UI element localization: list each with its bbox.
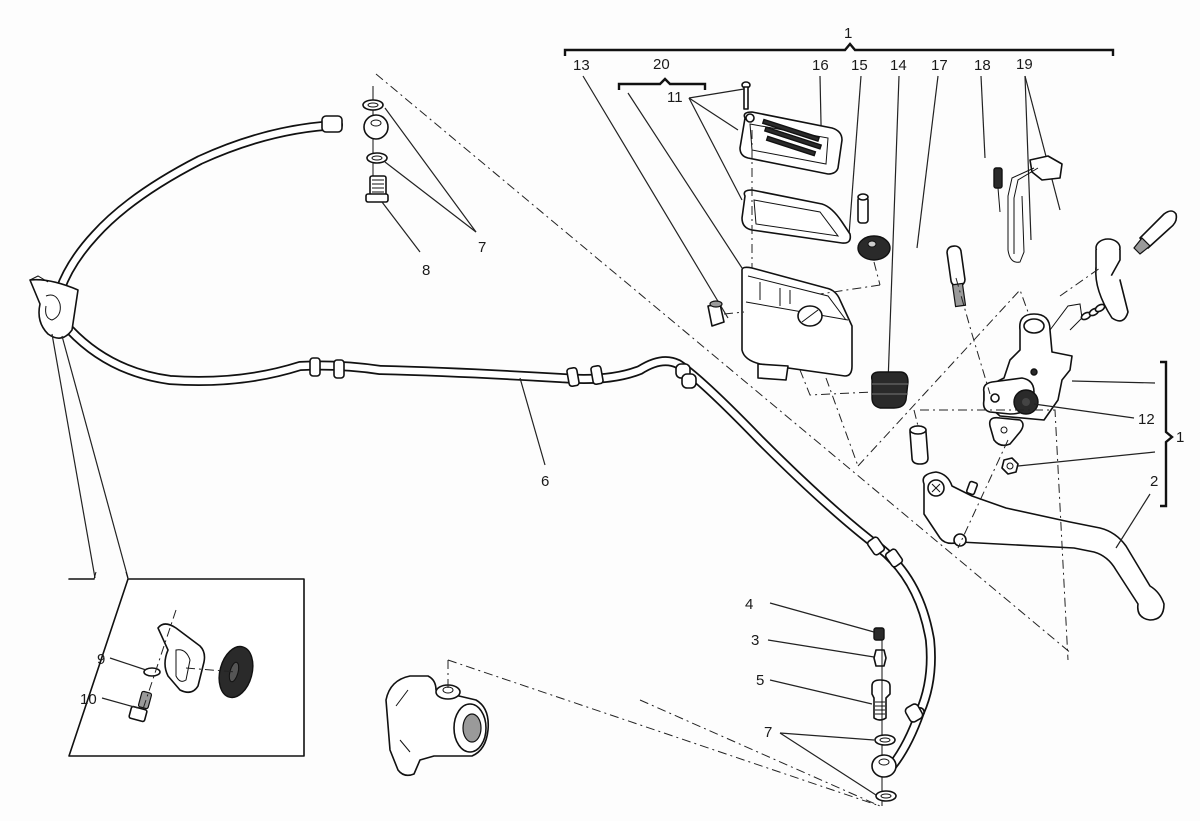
label-18: 18 bbox=[974, 57, 991, 74]
leader-lines-right bbox=[1017, 380, 1156, 549]
fitting bbox=[857, 193, 869, 224]
reservoir-kit-brace bbox=[617, 77, 707, 90]
pushrod bbox=[946, 245, 967, 308]
leader-lines-bottom bbox=[767, 602, 877, 796]
adjuster-sleeve bbox=[909, 425, 929, 465]
axis-clamp bbox=[1059, 267, 1101, 297]
master-cylinder-body bbox=[982, 303, 1106, 421]
label-14: 14 bbox=[890, 57, 907, 74]
banjo-fitting-top bbox=[362, 86, 389, 196]
axis-bottom-fitting-lower bbox=[639, 699, 881, 807]
label-10: 10 bbox=[80, 691, 97, 708]
label-13: 13 bbox=[573, 57, 590, 74]
axis-lever-assembly bbox=[857, 277, 1069, 661]
leader-lines-top bbox=[582, 75, 1061, 384]
inset-screw bbox=[128, 690, 153, 723]
label-1-right: 1 bbox=[1176, 429, 1184, 446]
axis-inset bbox=[141, 609, 177, 713]
reservoir-body bbox=[741, 266, 853, 381]
reservoir-plug bbox=[707, 300, 725, 327]
label-7-top: 7 bbox=[478, 239, 486, 256]
label-1-top: 1 bbox=[844, 25, 852, 42]
inset-callout-lines bbox=[51, 333, 129, 579]
union-screw-bottom bbox=[871, 679, 891, 721]
leader-10 bbox=[101, 697, 139, 709]
brake-switch bbox=[993, 155, 1063, 263]
axis-hose-master bbox=[375, 73, 1073, 655]
slave-cylinder bbox=[385, 675, 490, 777]
label-15: 15 bbox=[851, 57, 868, 74]
banjo-fitting-bottom bbox=[871, 734, 897, 802]
clamp-screw bbox=[1133, 210, 1178, 255]
clutch-hose bbox=[55, 115, 936, 771]
label-7-bottom: 7 bbox=[764, 724, 772, 741]
diaphragm-gasket bbox=[741, 189, 852, 244]
label-11: 11 bbox=[667, 89, 683, 106]
axis-slave-to-fitting bbox=[447, 659, 881, 807]
union-screw-top bbox=[365, 175, 389, 203]
cover-screw bbox=[741, 81, 751, 110]
axis-plug bbox=[723, 311, 745, 315]
label-2: 2 bbox=[1150, 473, 1158, 490]
detail-inset: 9 10 bbox=[68, 571, 305, 757]
label-8: 8 bbox=[422, 262, 430, 279]
label-3: 3 bbox=[751, 632, 759, 649]
boot bbox=[870, 371, 909, 409]
label-12: 12 bbox=[1138, 411, 1155, 428]
axis-grommet bbox=[873, 261, 881, 286]
label-5: 5 bbox=[756, 672, 764, 689]
inset-clip bbox=[157, 623, 206, 694]
handlebar-clamp bbox=[1095, 238, 1129, 322]
bleed-screw bbox=[873, 649, 887, 667]
label-9: 9 bbox=[97, 651, 105, 668]
assembly-brace-top: 1 bbox=[563, 25, 1115, 56]
label-16: 16 bbox=[812, 57, 829, 74]
inset-washer bbox=[143, 667, 161, 677]
label-4: 4 bbox=[745, 596, 753, 613]
leader-lines-top-left bbox=[381, 107, 477, 253]
switch-connector bbox=[1080, 303, 1106, 321]
axis-inset-grommet bbox=[185, 667, 237, 673]
inset-grommet bbox=[218, 645, 254, 699]
clutch-lever bbox=[922, 471, 1165, 621]
pivot-plate bbox=[988, 416, 1024, 447]
label-20: 20 bbox=[653, 56, 670, 73]
bleed-cap bbox=[873, 627, 885, 641]
assembly-brace-right: 1 bbox=[1160, 360, 1184, 508]
axis-boot bbox=[799, 369, 873, 467]
grommet bbox=[857, 235, 891, 261]
leader-line-6 bbox=[519, 377, 546, 466]
reservoir-cover bbox=[739, 111, 843, 175]
label-19: 19 bbox=[1016, 56, 1033, 73]
label-17: 17 bbox=[931, 57, 948, 74]
hose-clip bbox=[29, 275, 79, 339]
label-6: 6 bbox=[541, 473, 549, 490]
pivot-nut bbox=[1001, 457, 1019, 475]
leader-9 bbox=[109, 657, 147, 671]
